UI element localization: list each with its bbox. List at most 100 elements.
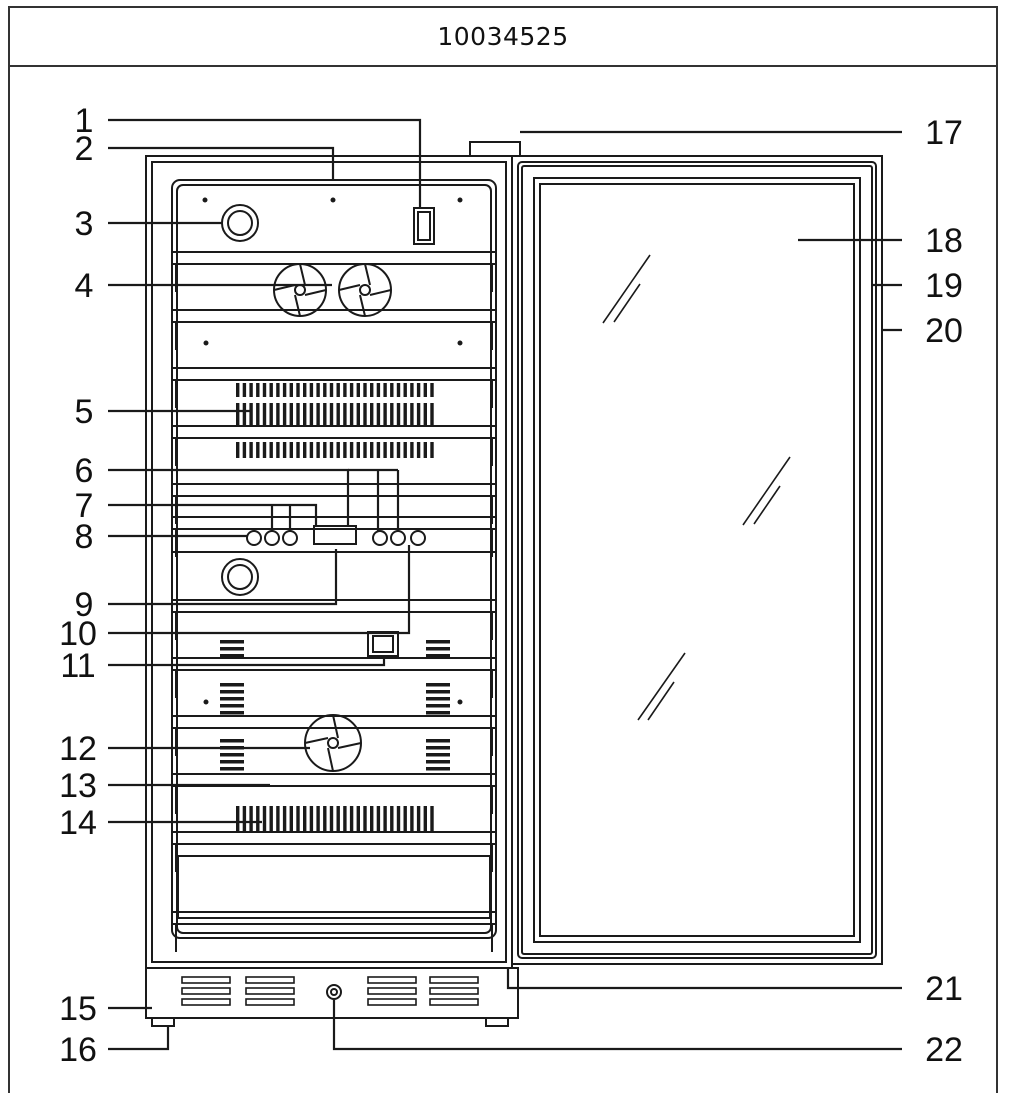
lower-fan <box>203 699 463 772</box>
vent-slot <box>423 403 427 425</box>
vent-slot <box>242 383 247 397</box>
side-vent <box>220 760 244 764</box>
vent-slot <box>282 383 287 397</box>
callout-15: 15 <box>59 990 97 1028</box>
vent-slot <box>356 442 360 458</box>
vent-slot <box>262 442 267 458</box>
vent-slot <box>296 806 300 832</box>
vent-slot <box>249 403 253 425</box>
vent-slot <box>423 442 427 458</box>
vent-slot <box>370 442 374 458</box>
vent-slot <box>403 383 407 397</box>
vent-slot <box>296 383 300 397</box>
vent-slot <box>309 383 314 397</box>
side-vent <box>220 640 244 644</box>
vent-slot <box>316 442 320 458</box>
vent-slot <box>383 403 387 425</box>
vent-slot <box>262 403 267 425</box>
vent-slot <box>403 442 407 458</box>
callout-1: 1 <box>75 102 94 140</box>
callout-21: 21 <box>925 970 963 1008</box>
callout-17: 17 <box>925 114 963 152</box>
glass-door <box>469 141 883 965</box>
vent-slot <box>383 383 387 397</box>
vent-slot <box>276 442 280 458</box>
callout-3: 3 <box>75 205 94 243</box>
vent-slot <box>430 442 434 458</box>
control-panel-middle <box>221 525 426 657</box>
vent-slot <box>396 403 401 425</box>
shelf <box>171 251 497 292</box>
vent-slot <box>430 806 434 832</box>
vent-slot <box>276 403 280 425</box>
vent-slot <box>249 383 253 397</box>
vent-slot <box>236 806 240 832</box>
kick-vent <box>245 976 295 984</box>
vent-slot <box>336 403 340 425</box>
vent-slot <box>430 403 434 425</box>
vent-slot <box>316 383 320 397</box>
vent-slot <box>289 383 293 397</box>
callout-22: 22 <box>925 1031 963 1069</box>
kick-vent <box>429 976 479 984</box>
vent-slot <box>410 403 414 425</box>
vent-slot <box>289 442 293 458</box>
vent-slot <box>269 442 273 458</box>
vent-slot <box>416 403 421 425</box>
vent-slot <box>249 442 253 458</box>
vent-slot <box>410 442 414 458</box>
temperature-display <box>313 525 357 545</box>
callout-19: 19 <box>925 267 963 305</box>
callout-18: 18 <box>925 222 963 260</box>
side-vent <box>426 711 450 715</box>
vent-slot <box>262 806 267 832</box>
vent-slot <box>416 806 421 832</box>
vent-slot <box>343 442 347 458</box>
callout-labels: 1 2 3 4 5 6 7 8 9 10 11 12 13 14 15 16 1… <box>59 102 963 1069</box>
side-vent <box>426 704 450 708</box>
vent-slot <box>249 806 253 832</box>
evaporator-fans <box>273 263 392 317</box>
vent-slot <box>236 403 240 425</box>
vent-slot <box>242 442 247 458</box>
kick-vent <box>245 998 295 1006</box>
bottom-compartment <box>177 855 491 919</box>
side-vent <box>220 711 244 715</box>
vent-slot <box>423 806 427 832</box>
vent-slot <box>383 806 387 832</box>
shelves <box>171 251 497 952</box>
vent-slot <box>343 806 347 832</box>
shelf <box>171 309 497 350</box>
vent-slot <box>269 383 273 397</box>
vent-slot <box>343 403 347 425</box>
vent-slot <box>349 442 354 458</box>
shelf <box>171 367 497 408</box>
vent-slot <box>303 403 307 425</box>
vent-slot <box>323 383 327 397</box>
vent-slot <box>410 806 414 832</box>
callout-11: 11 <box>60 647 95 685</box>
cabinet-body <box>145 155 513 969</box>
callout-9: 9 <box>75 586 94 624</box>
kick-vent <box>181 987 231 995</box>
side-vent <box>426 654 450 658</box>
vent-slot <box>376 383 381 397</box>
glass-glare-marks <box>602 254 791 721</box>
side-vent <box>426 697 450 701</box>
vent-slot <box>349 383 354 397</box>
kick-vent <box>367 998 417 1006</box>
vent-slot <box>289 403 293 425</box>
callout-5: 5 <box>75 393 94 431</box>
vent-slot <box>349 403 354 425</box>
side-vent <box>220 683 244 687</box>
callout-12: 12 <box>59 730 97 768</box>
vent-slot <box>269 403 273 425</box>
vent-slot <box>256 403 260 425</box>
vent-slot <box>390 806 394 832</box>
side-vent <box>426 753 450 757</box>
control-panel-top <box>202 197 463 245</box>
callout-14: 14 <box>59 804 97 842</box>
vent-slot <box>256 806 260 832</box>
vent-slot <box>416 442 421 458</box>
